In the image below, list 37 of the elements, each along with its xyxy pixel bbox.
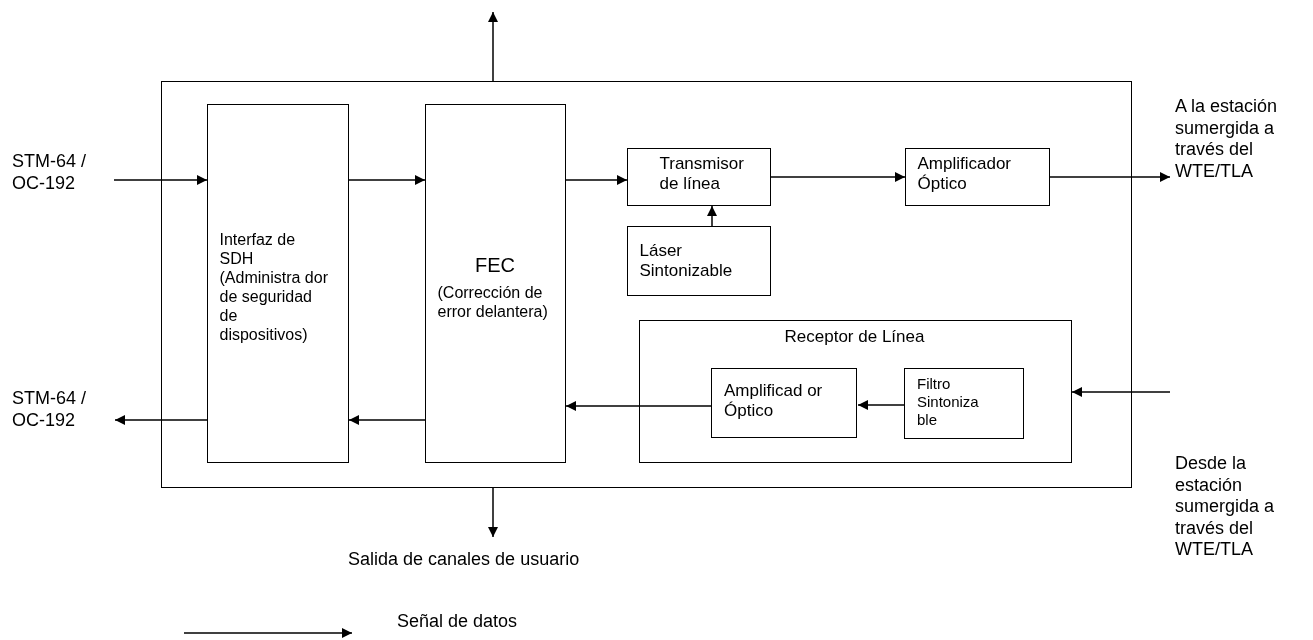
arrow: [1049, 172, 1171, 182]
process-box: [711, 368, 857, 438]
arrow: [565, 401, 713, 411]
arrow: [488, 487, 498, 538]
process-box: [626, 147, 771, 206]
process-box: [904, 147, 1050, 206]
text-label: Desde la estación sumergida a través del WTE/TLA: [1175, 453, 1276, 561]
block-label: Transmisor de línea: [659, 153, 745, 195]
arrow: [770, 172, 906, 182]
arrow: [565, 175, 628, 185]
block-label: Receptor de Línea: [783, 326, 926, 347]
arrow: [857, 400, 906, 410]
process-box: [206, 103, 349, 463]
legend-label: Señal de datos: [397, 611, 518, 633]
block-label: Amplificad or Óptico: [724, 381, 824, 422]
system-frame: [161, 81, 1132, 488]
block-label: Láser Sintonizable: [639, 240, 734, 282]
arrow: [113, 175, 208, 185]
block-label: Filtro Sintoniza ble: [917, 375, 980, 429]
text-label: A la estación sumergida a través del WTE/TLA: [1170, 96, 1313, 176]
block-label: FEC: [474, 252, 516, 277]
block-label: Interfaz de SDH (Administra dor de seguridad de dispositivos): [219, 229, 329, 345]
arrow: [114, 415, 208, 425]
arrow: [348, 415, 426, 425]
text-label: STM-64 / OC-192: [12, 151, 114, 191]
block-label: Amplificador Óptico: [917, 153, 1013, 195]
block-label: (Corrección de error delantera): [437, 282, 549, 321]
text-label: STM-64 / OC-192: [12, 388, 115, 428]
arrow: [707, 205, 717, 227]
arrow: [488, 11, 498, 82]
process-box: [424, 103, 566, 463]
arrow: [348, 175, 426, 185]
process-box: [904, 368, 1024, 439]
text-label: Salida de canales de usuario: [348, 537, 608, 577]
process-box: [626, 225, 771, 296]
arrow: [1071, 387, 1171, 397]
receiver-box: [638, 319, 1072, 463]
